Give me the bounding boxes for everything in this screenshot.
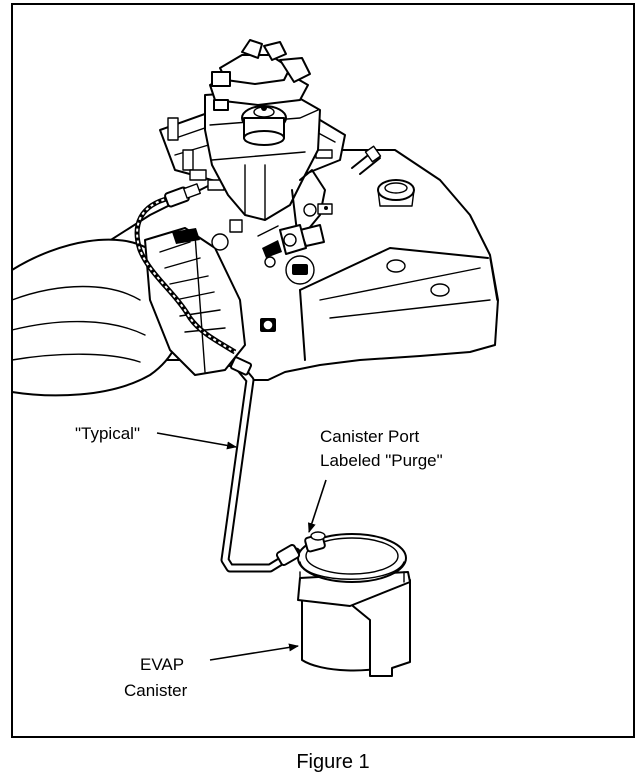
canister-port-label-line2: Labeled "Purge" — [320, 451, 443, 470]
engine-illustration — [11, 39, 499, 397]
evap-canister-arrow — [209, 643, 299, 661]
figure-caption: Figure 1 — [296, 751, 369, 773]
evap-label-line1: EVAP — [140, 655, 184, 674]
typical-label: "Typical" — [75, 424, 140, 443]
typical-arrow — [156, 432, 237, 450]
evap-canister — [275, 531, 411, 677]
evap-label-line2: Canister — [124, 681, 188, 700]
canister-port-label-line1: Canister Port — [320, 427, 419, 446]
canister-port-arrow — [307, 479, 327, 533]
